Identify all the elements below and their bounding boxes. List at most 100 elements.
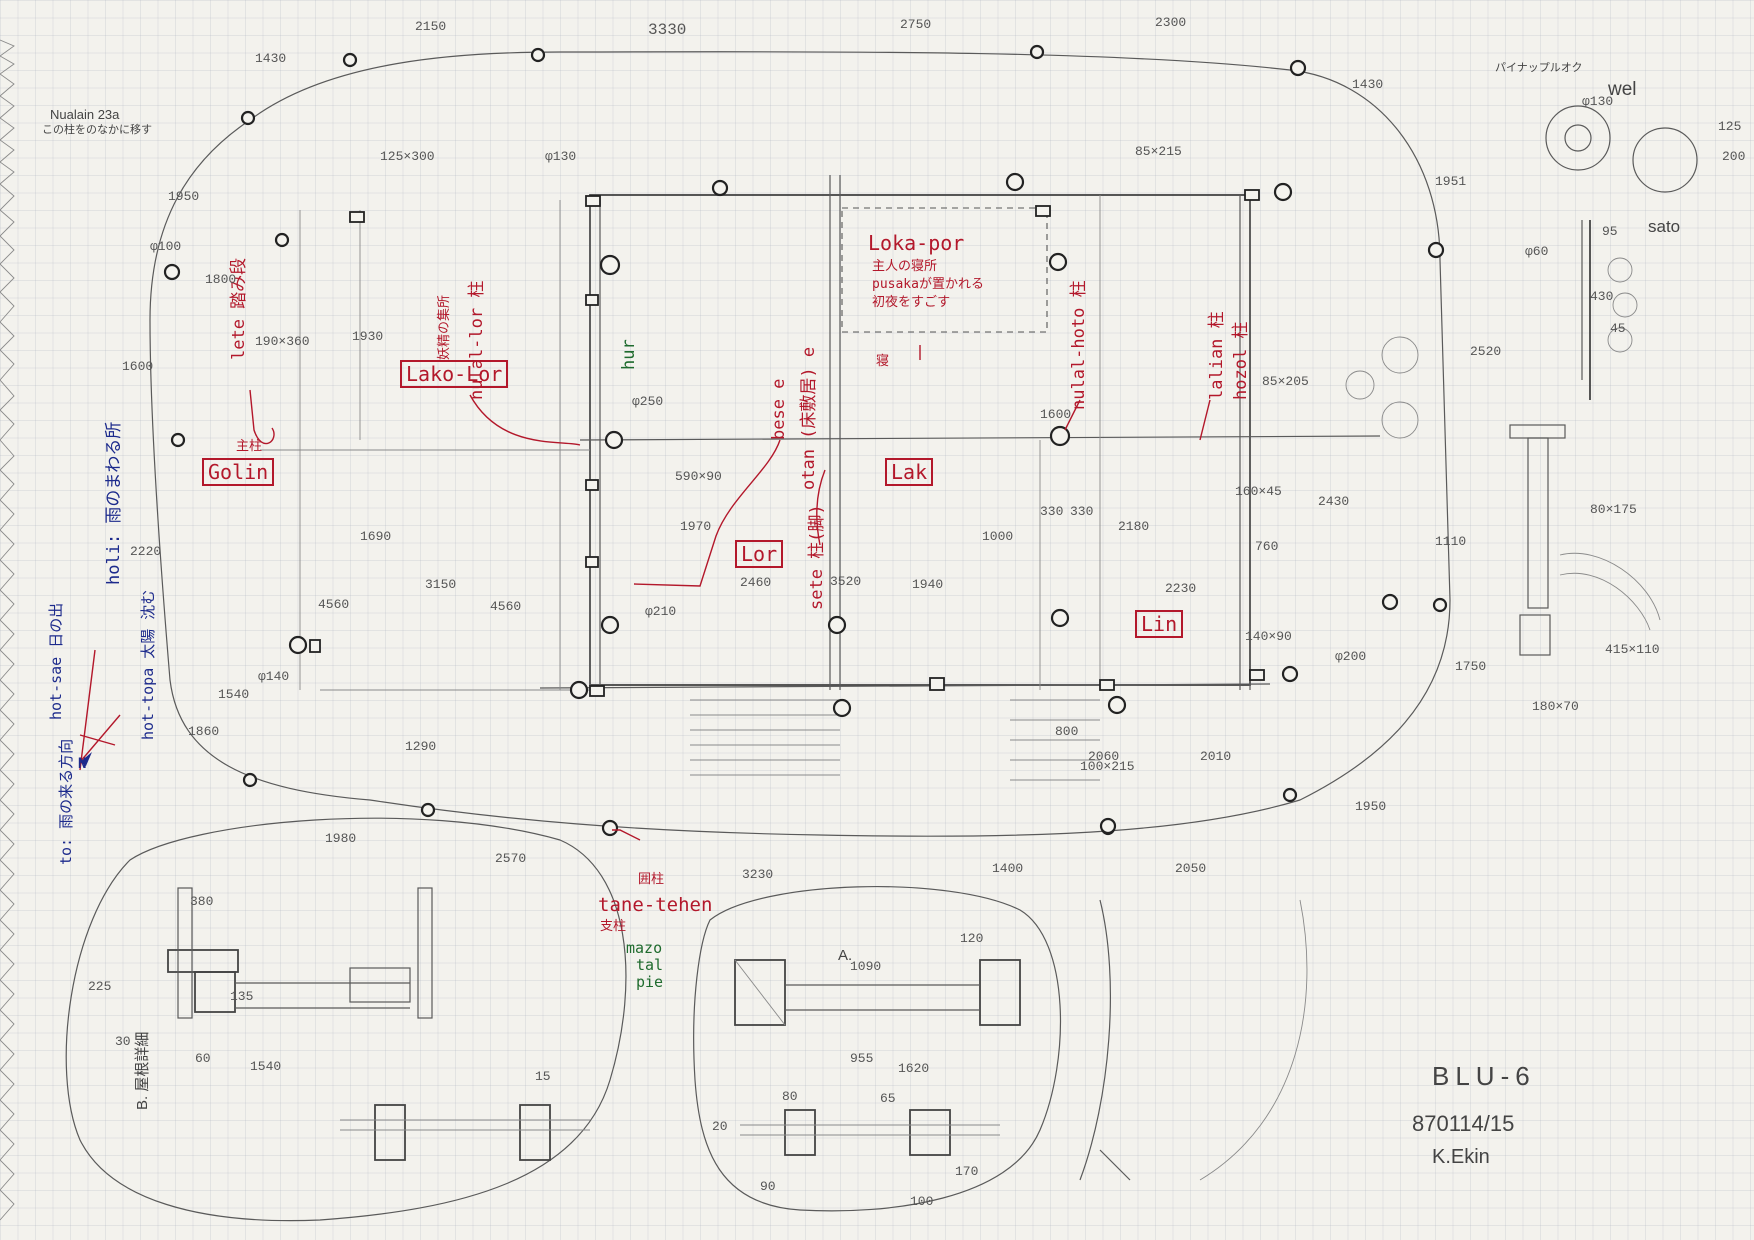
- tane-tehen-label: tane-tehen: [598, 894, 713, 916]
- sato-label: sato: [1648, 217, 1681, 236]
- section-b-part: [417, 887, 433, 1019]
- dim-label: 1400: [992, 861, 1024, 876]
- house-post: [1107, 695, 1127, 715]
- room-golin: Golin: [202, 458, 275, 486]
- fence-post: [1432, 597, 1448, 613]
- dim-label: 180×70: [1532, 699, 1579, 714]
- beam-block: [1099, 679, 1115, 691]
- fence-post: [170, 432, 186, 448]
- dim-label: 2010: [1200, 749, 1232, 764]
- nulal-lor-note: 妖精の集所: [437, 294, 452, 360]
- nulal-hoto-label: nulal-hoto 柱: [1069, 280, 1089, 410]
- curved-fence-detail: [1099, 1149, 1131, 1181]
- hur-label: hur: [619, 339, 639, 370]
- sete-label: sete 柱(脚): [807, 504, 827, 610]
- room-lako-lor: Lako-Lor: [400, 360, 509, 388]
- dim-label: 1940: [912, 577, 944, 592]
- dim-label: 4560: [318, 597, 350, 612]
- sato-ring: [1612, 292, 1638, 318]
- dim-label: 1950: [168, 189, 200, 204]
- room-lin: Lin: [1135, 610, 1184, 638]
- dim-label: 100×215: [1080, 759, 1135, 774]
- dim-label: 1750: [1455, 659, 1487, 674]
- fence-post: [240, 110, 256, 126]
- house-post: [711, 179, 729, 197]
- fence-post: [163, 263, 181, 281]
- section-b-part: [519, 1104, 551, 1161]
- dim-label: 1690: [360, 529, 392, 544]
- dim-label: 1090: [850, 959, 882, 974]
- house-posts: [288, 172, 1399, 835]
- beam-block: [349, 211, 365, 223]
- beam-block: [1249, 669, 1265, 681]
- curved-fence-detail: [1199, 899, 1308, 1181]
- round-item: [1381, 401, 1419, 439]
- dim-label: 85×215: [1135, 144, 1182, 159]
- dim-label: 190×360: [255, 334, 310, 349]
- dim-label: 2430: [1318, 494, 1350, 509]
- tal-label: tal: [636, 956, 664, 974]
- house-post: [827, 615, 847, 635]
- section-b-part: [177, 887, 193, 1019]
- section-b-part: [374, 1104, 406, 1161]
- section-b-part: [349, 967, 411, 1003]
- dim-label: 1860: [188, 724, 220, 739]
- house-post: [569, 680, 589, 700]
- round-item: [1345, 370, 1375, 400]
- dim-label: 45: [1610, 321, 1626, 336]
- dim-label: 4560: [490, 599, 522, 614]
- dim-label: 1290: [405, 739, 437, 754]
- dim-label: 430: [1590, 289, 1614, 304]
- dim-label: 955: [850, 1051, 874, 1066]
- section-a-part: [909, 1109, 951, 1156]
- fence-post: [342, 52, 358, 68]
- nualain-note: この柱をのなかに移す: [42, 124, 152, 136]
- house-post: [1050, 608, 1070, 628]
- column-foot: [1519, 614, 1551, 656]
- lete-note: 主柱: [236, 439, 263, 454]
- dim-label: 2180: [1118, 519, 1150, 534]
- dim-label: φ130: [1582, 94, 1614, 109]
- dim-label: 65: [880, 1091, 896, 1106]
- dim-label: 170: [955, 1164, 979, 1179]
- dim-label: 3330: [648, 21, 687, 39]
- dim-label: 1980: [325, 831, 357, 846]
- beam-block: [585, 294, 599, 306]
- section-a-outline: [693, 886, 1062, 1212]
- fence-post: [420, 802, 436, 818]
- nulal-lor-label: nulal-lor 柱: [467, 280, 487, 400]
- dim-label: 415×110: [1605, 642, 1660, 657]
- house-post: [1048, 252, 1068, 272]
- section-a-part: [734, 959, 786, 1026]
- beam-block: [929, 677, 945, 691]
- hot-sae-label: hot-sae 日の出: [47, 602, 65, 720]
- section-b-part: [194, 971, 236, 1013]
- dim-label: 125×300: [380, 149, 435, 164]
- mazo-label: mazo: [626, 939, 663, 957]
- section-b-outline: [65, 817, 627, 1222]
- section-a-label: A.: [838, 947, 853, 964]
- dim-label: 3230: [742, 867, 774, 882]
- fence-post: [601, 819, 619, 837]
- fence-post: [1282, 787, 1298, 803]
- house-post: [832, 698, 852, 718]
- fence-post: [274, 232, 290, 248]
- house-post: [1281, 665, 1299, 683]
- dim-label: φ100: [150, 239, 182, 254]
- otan-label: otan (床敷居) e: [799, 346, 819, 490]
- dim-label: 90: [760, 1179, 776, 1194]
- round-item: [1381, 336, 1419, 374]
- dim-label: φ140: [258, 669, 290, 684]
- dim-label: 100: [910, 1194, 934, 1209]
- dim-label: 1540: [218, 687, 250, 702]
- curved-fence-detail: [1079, 899, 1112, 1181]
- pie-label: pie: [636, 973, 664, 991]
- dim-label: 2060: [1088, 749, 1120, 764]
- dim-label: 2460: [740, 575, 772, 590]
- dim-label: 140×90: [1245, 629, 1292, 644]
- outer-fence-outline: [149, 51, 1451, 837]
- column-base-detail: [1559, 552, 1661, 621]
- wel-label: wel: [1608, 79, 1637, 100]
